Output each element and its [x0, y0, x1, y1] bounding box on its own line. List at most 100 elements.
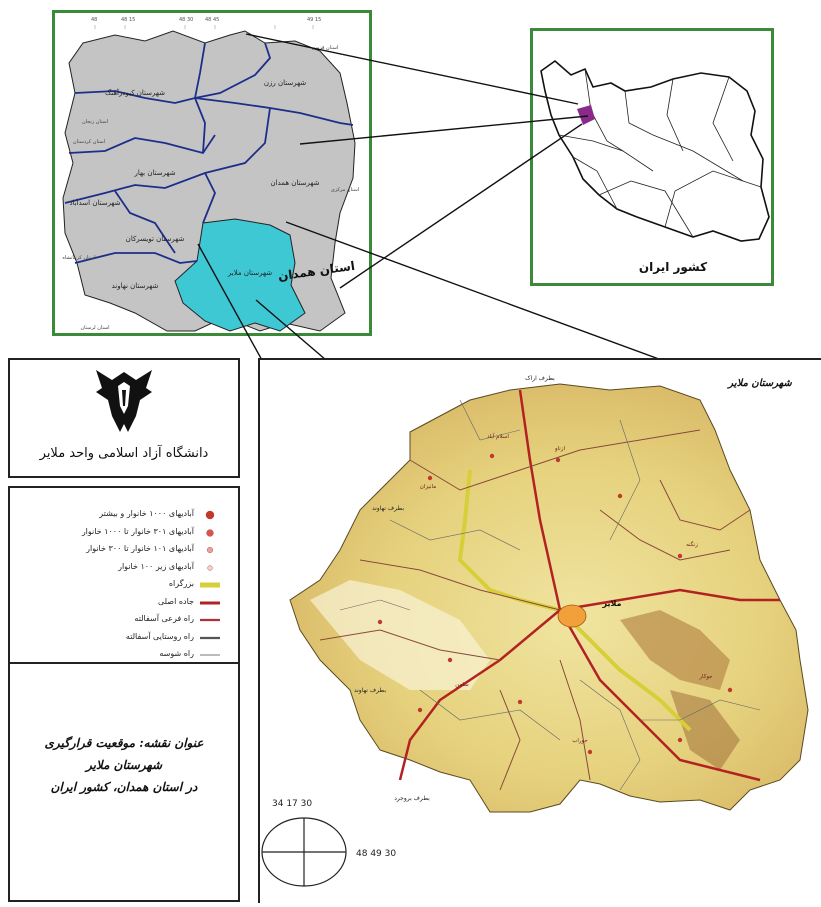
secondary-road-line: [599, 509, 731, 561]
rural-road-line: [640, 699, 761, 721]
malayer-city-area: [557, 604, 587, 628]
malayer-county-highlight: [174, 218, 306, 332]
village-marker: [617, 493, 623, 499]
malayer-county-map: ملایر جوکار سامن مانیزان ازناو جوراب زنگ…: [258, 358, 821, 903]
terrain-dark-ridge: [620, 610, 730, 690]
neighbor-label: استان مرکزی: [331, 187, 359, 193]
coord-label: 49 15: [307, 17, 321, 23]
iran-country-map: کشور ایران: [530, 28, 774, 286]
rural-road-line: [419, 689, 561, 741]
city-label: ملایر: [601, 599, 621, 608]
main-road-line: [518, 389, 562, 611]
legend-item: آبادیهای زیر ۱۰۰ خانوار: [20, 559, 220, 577]
rural-road-line: [459, 399, 521, 441]
village-marker: [489, 453, 495, 459]
neighbor-label: استان لرستان: [80, 325, 109, 331]
village-marker: [417, 707, 423, 713]
village-label: ازناو: [554, 446, 566, 452]
coordinate-compass-icon: [261, 817, 347, 887]
coord-label: 48 15: [121, 17, 135, 23]
settlement-dot-icon: [200, 545, 220, 555]
neighbor-label: استان زنجان: [82, 119, 108, 125]
village-marker: [677, 553, 683, 559]
village-label: جوراب: [572, 738, 588, 744]
county-label: شهرستان تویسرکان: [126, 235, 185, 243]
village-marker: [517, 699, 523, 705]
university-logo-panel: دانشگاه آزاد اسلامی واحد ملایر: [8, 358, 240, 478]
iran-label: کشور ایران: [639, 260, 707, 275]
coord-label: 48: [91, 17, 97, 23]
county-label: شهرستان بهار: [133, 169, 175, 177]
rural-road-line: [389, 519, 521, 551]
village-marker: [427, 475, 433, 481]
university-name: دانشگاه آزاد اسلامی واحد ملایر: [39, 446, 209, 461]
village-marker: [377, 619, 383, 625]
village-label: مانیزان: [420, 484, 436, 490]
county-label: شهرستان کبودرآهنگ: [105, 88, 165, 97]
road-line-icon: [200, 633, 220, 643]
village-marker: [447, 657, 453, 663]
rural-road-line: [609, 419, 641, 541]
village-marker: [555, 457, 561, 463]
legend-label: راه فرعی آسفالته: [134, 614, 194, 623]
map-title-line: در استان همدان، کشور ایران: [50, 780, 198, 794]
terrain-dark-ridge: [670, 690, 740, 770]
county-label: شهرستان اسدآباد: [69, 198, 120, 207]
legend-label: آبادیهای ۱۰۱ خانوار تا ۳۰۰ خانوار: [86, 544, 194, 553]
terrain-light-area: [310, 580, 490, 690]
direction-label: بطرف بروجرد: [394, 795, 430, 802]
secondary-road-line: [659, 479, 751, 531]
road-line-icon: [200, 650, 220, 660]
university-emblem-icon: [96, 370, 152, 432]
secondary-road-line: [559, 659, 591, 781]
latitude-label: 34 17 30: [272, 799, 312, 809]
road-line-icon: [200, 615, 220, 625]
legend-item: راه فرعی آسفالته: [20, 611, 220, 629]
longitude-label: 48 49 30: [356, 849, 396, 859]
settlement-dot-icon: [200, 528, 220, 538]
hamedan-highlight-in-iran: [577, 105, 595, 125]
map-title: عنوان نقشه: موقعیت قرارگیری شهرستان ملای…: [20, 732, 228, 798]
secondary-road-line: [319, 629, 501, 661]
legend-item: آبادیهای ۱۰۱ خانوار تا ۳۰۰ خانوار: [20, 541, 220, 559]
legend-label: راه شوسه: [159, 649, 194, 658]
county-label: شهرستان نهاوند: [112, 282, 159, 290]
village-label: زنگنه: [686, 541, 698, 548]
village-label: جوکار: [698, 673, 712, 680]
legend-item: راه شوسه: [20, 646, 220, 664]
legend-item: بزرگراه: [20, 576, 220, 594]
village-marker: [727, 687, 733, 693]
neighbor-label: استان قزوین: [312, 45, 339, 51]
direction-label: بطرف نهاوند: [354, 687, 386, 694]
rural-road-line: [339, 599, 411, 611]
rural-road-line: [579, 679, 641, 791]
county-label: شهرستان همدان: [271, 179, 320, 187]
neighbor-label: استان کردستان: [73, 139, 105, 145]
settlement-dot-icon: [200, 563, 220, 573]
map-title-panel: عنوان نقشه: موقعیت قرارگیری شهرستان ملای…: [8, 662, 240, 902]
hamedan-province-map: 48 48 15 48 30 48 45 49 15 شهرستا: [52, 10, 372, 336]
legend-item: راه روستایی آسفالته: [20, 629, 220, 647]
village-marker: [587, 749, 593, 755]
legend-label: آبادیهای ۳۰۱ خانوار تا ۱۰۰۰ خانوار: [81, 526, 194, 536]
legend-label: آبادیهای ۱۰۰۰ خانوار و بیشتر: [99, 509, 194, 518]
road-line-icon: [200, 598, 220, 608]
village-label: سامن: [455, 682, 469, 688]
county-label: شهرستان ملایر: [227, 269, 272, 277]
legend-label: بزرگراه: [168, 579, 194, 588]
map-title-line: عنوان نقشه: موقعیت قرارگیری شهرستان ملای…: [44, 736, 204, 772]
secondary-road-line: [499, 689, 521, 791]
secondary-road-line: [359, 559, 561, 611]
coord-label: 48 45: [205, 17, 219, 23]
county-title: شهرستان ملایر: [726, 378, 792, 389]
village-label: اسلام آباد: [487, 433, 509, 440]
direction-label: بطرف اراک: [525, 374, 555, 382]
settlement-dot-icon: [200, 510, 220, 520]
village-marker: [677, 737, 683, 743]
secondary-road-line: [409, 429, 701, 491]
legend-label: آبادیهای زیر ۱۰۰ خانوار: [118, 561, 194, 571]
direction-label: بطرف نهاوند: [372, 505, 404, 512]
legend-label: جاده اصلی: [157, 596, 194, 606]
legend-label: راه روستایی آسفالته: [125, 631, 194, 641]
neighbor-label: استان کرمانشاه: [62, 255, 95, 261]
